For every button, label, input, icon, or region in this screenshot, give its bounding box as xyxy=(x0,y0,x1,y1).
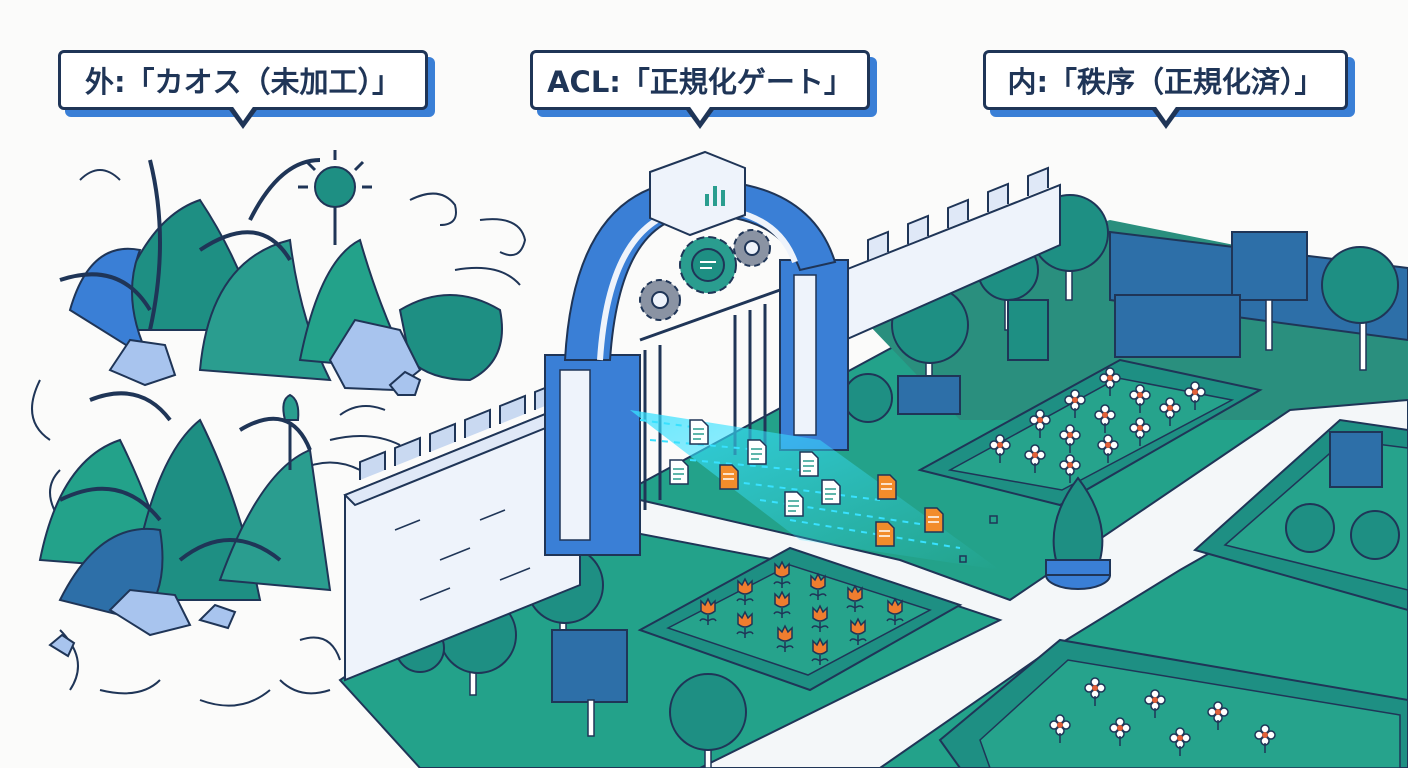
gear-icon xyxy=(639,279,681,321)
rock-icon xyxy=(388,370,422,396)
data-stream xyxy=(630,410,1000,570)
callout-outside-text: 外:「カオス（未加工）」 xyxy=(84,65,402,99)
rock-icon xyxy=(108,588,192,637)
normalization-gate xyxy=(544,150,849,556)
cone-topiary xyxy=(1045,476,1111,590)
rock-icon xyxy=(48,633,76,658)
callout-tail xyxy=(684,104,716,129)
callout-inside: 内:「秩序（正規化済）」 xyxy=(983,50,1348,129)
gear-icon xyxy=(679,236,737,294)
rock-icon xyxy=(198,603,237,630)
round-trees xyxy=(843,194,1399,423)
ordered-garden xyxy=(338,194,1408,768)
flower-bed-white-top xyxy=(917,358,1263,507)
callout-acl: ACL:「正規化ゲート」 xyxy=(530,50,870,129)
callout-acl-text: ACL:「正規化ゲート」 xyxy=(547,65,853,99)
callout-outside: 外:「カオス（未加工）」 xyxy=(58,50,428,129)
callout-tail xyxy=(227,104,259,129)
flower-bed-orange xyxy=(637,546,963,692)
callout-tail xyxy=(1149,104,1182,129)
flower-bed-white-bottom xyxy=(938,638,1408,768)
rock-icon xyxy=(328,318,422,392)
raised-bed-right xyxy=(1192,418,1408,612)
gear-icon xyxy=(733,229,771,267)
chaos-thicket xyxy=(31,150,527,707)
callout-inside-text: 内:「秩序（正規化済）」 xyxy=(1007,65,1324,99)
rock-icon xyxy=(108,338,177,387)
wall-left xyxy=(343,380,592,682)
